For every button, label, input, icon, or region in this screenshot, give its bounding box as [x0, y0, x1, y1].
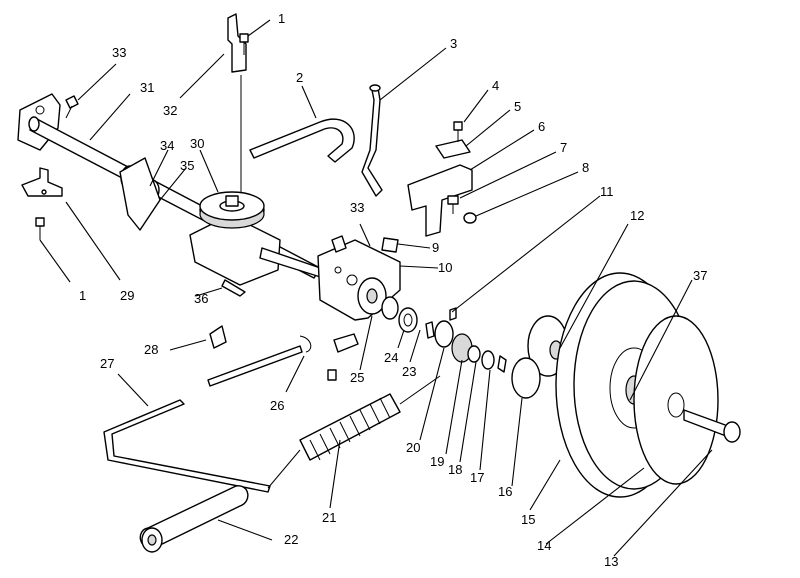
callout-5: 5: [514, 99, 521, 114]
callout-9: 9: [432, 240, 439, 255]
callout-6: 6: [538, 119, 545, 134]
callout-32: 32: [163, 103, 177, 118]
callout-1-top: 1: [278, 11, 285, 26]
callout-11: 11: [600, 184, 614, 199]
callout-29: 29: [120, 288, 134, 303]
callout-31: 31: [140, 80, 154, 95]
control-lever: [207, 325, 312, 387]
callout-36: 36: [194, 291, 208, 306]
callout-33-upper: 33: [112, 45, 126, 60]
wheel: [555, 272, 741, 498]
callout-35: 35: [180, 158, 194, 173]
callout-12: 12: [630, 208, 644, 223]
callout-13: 13: [604, 554, 618, 569]
lower-left-bracket: [21, 167, 63, 240]
callout-4: 4: [492, 78, 499, 93]
callout-16: 16: [498, 484, 512, 499]
callout-18: 18: [448, 462, 462, 477]
callout-23: 23: [402, 364, 416, 379]
callout-33-lower: 33: [350, 200, 364, 215]
callout-30: 30: [190, 136, 204, 151]
callout-34: 34: [160, 138, 174, 153]
callout-21: 21: [322, 510, 336, 525]
shift-rod: [361, 84, 383, 197]
bolt-33-upper: [65, 95, 79, 119]
callout-26: 26: [270, 398, 284, 413]
transmission: [189, 191, 333, 297]
callout-37: 37: [693, 268, 707, 283]
extension-spring: [267, 375, 441, 489]
leader-lines: [39, 19, 713, 557]
callout-2: 2: [296, 70, 303, 85]
callout-22: 22: [284, 532, 298, 547]
handle-grip: [139, 485, 249, 553]
callout-labels: 1 1 2 3 4 5 6 7 8 9 10 11 12 13 14 15 16…: [79, 11, 707, 569]
callout-17: 17: [470, 470, 484, 485]
drive-belt: [249, 118, 355, 163]
callout-19: 19: [430, 454, 444, 469]
callout-27: 27: [100, 356, 114, 371]
callout-10: 10: [438, 260, 452, 275]
callout-24: 24: [384, 350, 398, 365]
shift-bracket: [407, 121, 477, 237]
clutch-stack: [357, 277, 507, 373]
callout-3: 3: [450, 36, 457, 51]
callout-7: 7: [560, 140, 567, 155]
callout-8: 8: [582, 160, 589, 175]
upper-bracket: [227, 13, 249, 200]
callout-15: 15: [521, 512, 535, 527]
callout-20: 20: [406, 440, 420, 455]
callout-25: 25: [350, 370, 364, 385]
callout-14: 14: [537, 538, 551, 553]
callout-28: 28: [144, 342, 158, 357]
bail-rod: [103, 399, 271, 493]
callout-1-bottom: 1: [79, 288, 86, 303]
